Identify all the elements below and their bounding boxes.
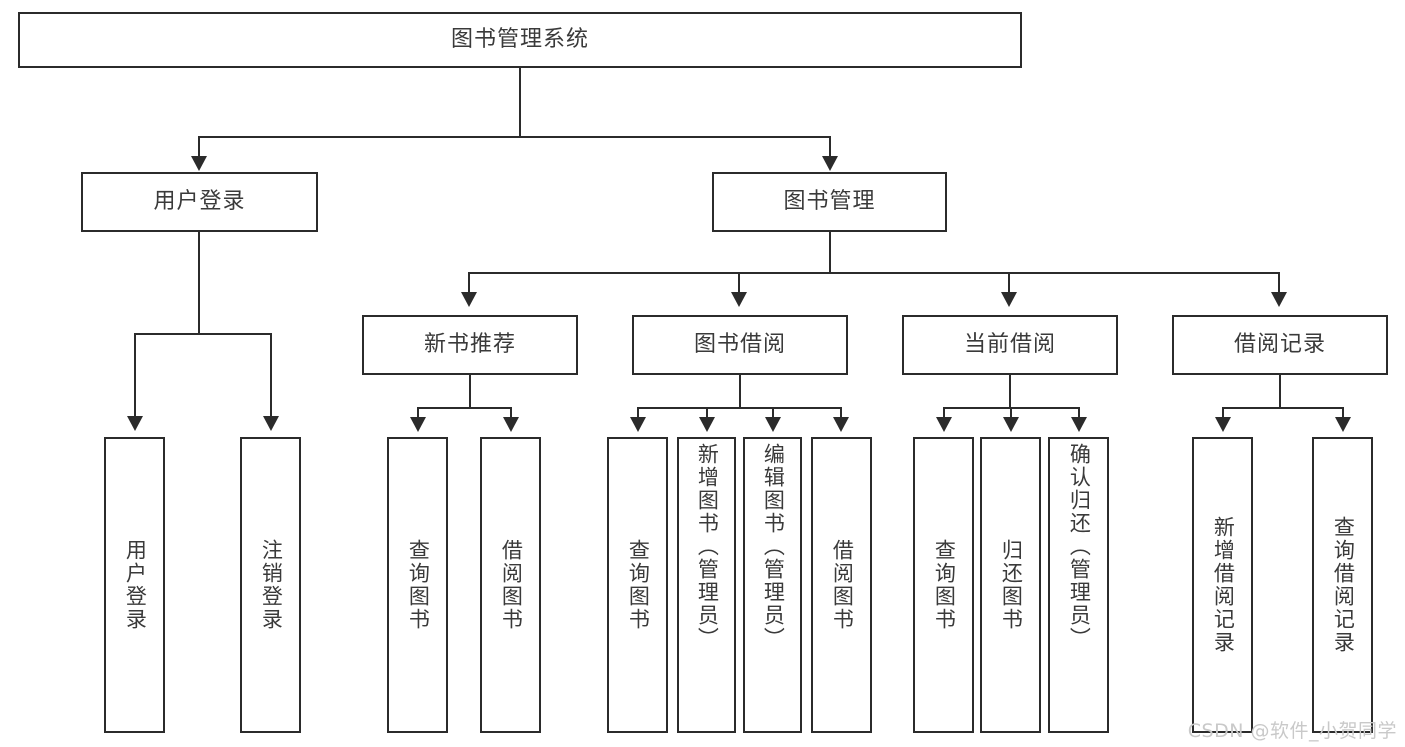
connector-root-stem — [519, 68, 521, 138]
arrow-bookmgmt-to-l3d — [1271, 292, 1287, 307]
leaf-return-book[interactable]: 归还图书 — [980, 437, 1041, 733]
node-label: 当前借阅 — [963, 332, 1056, 358]
arrow-bookborrow-to-leaf1 — [630, 417, 646, 432]
arrow-newbook-to-leaf1 — [410, 417, 426, 432]
node-current-borrow[interactable]: 当前借阅 — [902, 315, 1118, 375]
leaf-label: 借阅图书 — [499, 539, 524, 631]
leaf-user-login[interactable]: 用户登录 — [104, 437, 165, 733]
connector-bookborrow-to-leaf2 — [706, 407, 708, 419]
node-label: 图书管理 — [783, 189, 876, 215]
arrow-bookmgmt-to-l3b — [731, 292, 747, 307]
connector-login-to-leaf2 — [270, 333, 272, 418]
connector-borrowrecord-to-leaf2 — [1342, 407, 1344, 419]
connector-login-to-leaf1 — [134, 333, 136, 418]
node-label: 新书推荐 — [423, 332, 516, 358]
connector-bookborrow-bus — [637, 407, 842, 409]
leaf-label: 查询图书 — [932, 539, 957, 631]
arrow-currentborrow-to-leaf3 — [1071, 417, 1087, 432]
connector-newbook-stem — [469, 375, 471, 409]
arrow-newbook-to-leaf2 — [503, 417, 519, 432]
node-root-system[interactable]: 图书管理系统 — [18, 12, 1022, 68]
connector-bookmgmt-to-l3c — [1008, 272, 1010, 294]
node-borrow-record[interactable]: 借阅记录 — [1172, 315, 1388, 375]
leaf-query-book-current[interactable]: 查询图书 — [913, 437, 974, 733]
arrow-login-to-leaf2 — [263, 416, 279, 431]
node-new-book-recommend[interactable]: 新书推荐 — [362, 315, 578, 375]
leaf-label: 查询图书 — [406, 539, 431, 631]
arrow-root-to-bookmgmt — [822, 156, 838, 171]
node-book-management[interactable]: 图书管理 — [712, 172, 947, 232]
arrow-bookborrow-to-leaf2 — [699, 417, 715, 432]
leaf-logout[interactable]: 注销登录 — [240, 437, 301, 733]
leaf-label: 确认归还（管理员） — [1067, 443, 1092, 650]
leaf-query-borrow-record[interactable]: 查询借阅记录 — [1312, 437, 1373, 733]
connector-bookmgmt-bus — [468, 272, 1280, 274]
leaf-label: 查询借阅记录 — [1331, 516, 1356, 654]
leaf-label: 归还图书 — [999, 539, 1024, 631]
leaf-label: 借阅图书 — [830, 539, 855, 631]
arrow-bookborrow-to-leaf4 — [833, 417, 849, 432]
arrow-currentborrow-to-leaf2 — [1003, 417, 1019, 432]
node-label: 图书借阅 — [693, 332, 786, 358]
connector-bookmgmt-to-l3b — [738, 272, 740, 294]
leaf-query-book-borrow[interactable]: 查询图书 — [607, 437, 668, 733]
connector-bookmgmt-to-l3d — [1278, 272, 1280, 294]
node-user-login[interactable]: 用户登录 — [81, 172, 318, 232]
arrow-login-to-leaf1 — [127, 416, 143, 431]
leaf-query-book-newbook[interactable]: 查询图书 — [387, 437, 448, 733]
connector-root-to-login — [198, 136, 200, 158]
connector-borrowrecord-to-leaf1 — [1222, 407, 1224, 419]
leaf-label: 用户登录 — [123, 539, 148, 631]
leaf-add-borrow-record[interactable]: 新增借阅记录 — [1192, 437, 1253, 733]
arrow-bookmgmt-to-l3a — [461, 292, 477, 307]
arrow-borrowrecord-to-leaf2 — [1335, 417, 1351, 432]
connector-currentborrow-stem — [1009, 375, 1011, 409]
leaf-label: 注销登录 — [259, 539, 284, 631]
connector-bookborrow-to-leaf1 — [637, 407, 639, 419]
node-label: 借阅记录 — [1233, 332, 1326, 358]
leaf-label: 新增借阅记录 — [1211, 516, 1236, 654]
leaf-add-book-admin[interactable]: 新增图书（管理员） — [677, 437, 736, 733]
leaf-label: 新增图书（管理员） — [695, 443, 720, 650]
node-label: 图书管理系统 — [450, 27, 589, 53]
connector-login-bus — [134, 333, 272, 335]
connector-newbook-bus — [417, 407, 512, 409]
connector-newbook-to-leaf2 — [510, 407, 512, 419]
leaf-label: 编辑图书（管理员） — [761, 443, 786, 650]
connector-root-to-bookmgmt — [829, 136, 831, 158]
connector-currentborrow-to-leaf2 — [1010, 407, 1012, 419]
connector-login-stem — [198, 232, 200, 335]
arrow-currentborrow-to-leaf1 — [936, 417, 952, 432]
connector-bookmgmt-stem — [829, 232, 831, 274]
leaf-label: 查询图书 — [626, 539, 651, 631]
connector-currentborrow-to-leaf3 — [1078, 407, 1080, 419]
node-book-borrow[interactable]: 图书借阅 — [632, 315, 848, 375]
connector-bookborrow-stem — [739, 375, 741, 409]
connector-bookborrow-to-leaf3 — [772, 407, 774, 419]
connector-borrowrecord-bus — [1222, 407, 1342, 409]
connector-bookmgmt-to-l3a — [468, 272, 470, 294]
connector-newbook-to-leaf1 — [417, 407, 419, 419]
arrow-borrowrecord-to-leaf1 — [1215, 417, 1231, 432]
leaf-edit-book-admin[interactable]: 编辑图书（管理员） — [743, 437, 802, 733]
connector-borrowrecord-stem — [1279, 375, 1281, 409]
arrow-bookmgmt-to-l3c — [1001, 292, 1017, 307]
node-label: 用户登录 — [153, 189, 246, 215]
leaf-borrow-book[interactable]: 借阅图书 — [811, 437, 872, 733]
leaf-confirm-return-admin[interactable]: 确认归还（管理员） — [1048, 437, 1109, 733]
arrow-root-to-login — [191, 156, 207, 171]
connector-currentborrow-to-leaf1 — [943, 407, 945, 419]
arrow-bookborrow-to-leaf3 — [765, 417, 781, 432]
connector-bookborrow-to-leaf4 — [840, 407, 842, 419]
leaf-borrow-book-newbook[interactable]: 借阅图书 — [480, 437, 541, 733]
connector-root-bus — [198, 136, 831, 138]
